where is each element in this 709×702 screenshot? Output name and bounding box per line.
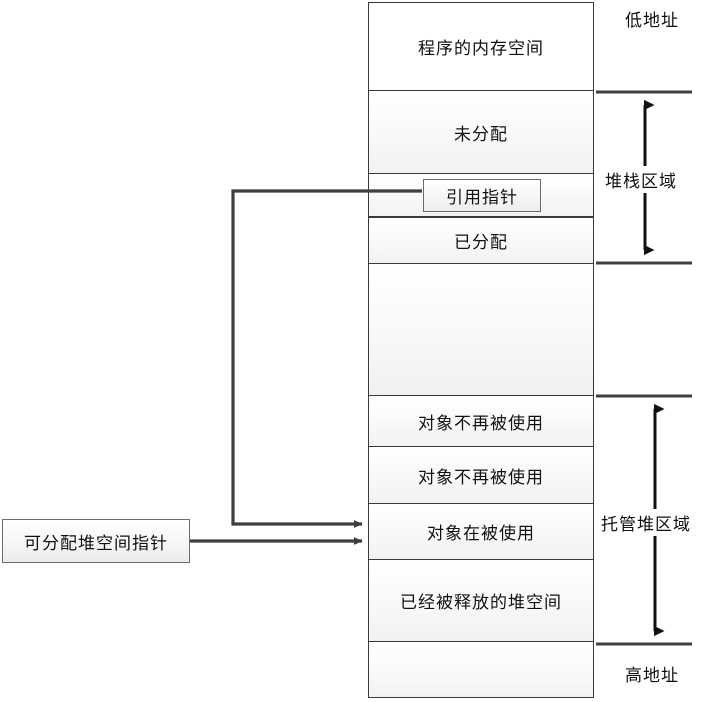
reference-pointer-label: 引用指针 [446, 188, 518, 207]
memory-block-label: 未分配 [454, 124, 508, 144]
high-address-label: 高地址 [625, 666, 679, 685]
heap-region-label: 托管堆区域 [601, 509, 691, 536]
memory-block-label: 已分配 [454, 233, 508, 252]
reference-pointer-box: 引用指针 [423, 179, 541, 212]
allocatable-heap-pointer-label: 可分配堆空间指针 [24, 533, 168, 553]
memory-block-allocated: 已分配 [369, 218, 593, 264]
memory-block-unallocated: 未分配 [369, 91, 593, 174]
memory-block-gap-empty [369, 264, 593, 396]
low-address-label: 低地址 [625, 11, 679, 30]
memory-block-label: 已经被释放的堆空间 [400, 593, 562, 612]
memory-block-label: 对象在被使用 [427, 524, 535, 543]
memory-block-label: 对象不再被使用 [418, 413, 544, 433]
memory-block-object-unused-2: 对象不再被使用 [369, 447, 593, 504]
allocatable-heap-pointer-box: 可分配堆空间指针 [2, 519, 190, 563]
memory-block-program-memory-space: 程序的内存空间 [369, 3, 593, 91]
memory-block-tail-empty [369, 642, 593, 697]
stack-region-label: 堆栈区域 [605, 166, 677, 193]
memory-block-object-in-use: 对象在被使用 [369, 504, 593, 560]
memory-block-freed-heap-space: 已经被释放的堆空间 [369, 560, 593, 642]
memory-block-object-unused-1: 对象不再被使用 [369, 396, 593, 447]
memory-column: 程序的内存空间 未分配 已分配 对象不再被使用 对象不再被使用 对象在被使用 已… [368, 2, 594, 698]
memory-block-label: 对象不再被使用 [418, 467, 544, 487]
memory-block-label: 程序的内存空间 [418, 39, 544, 58]
